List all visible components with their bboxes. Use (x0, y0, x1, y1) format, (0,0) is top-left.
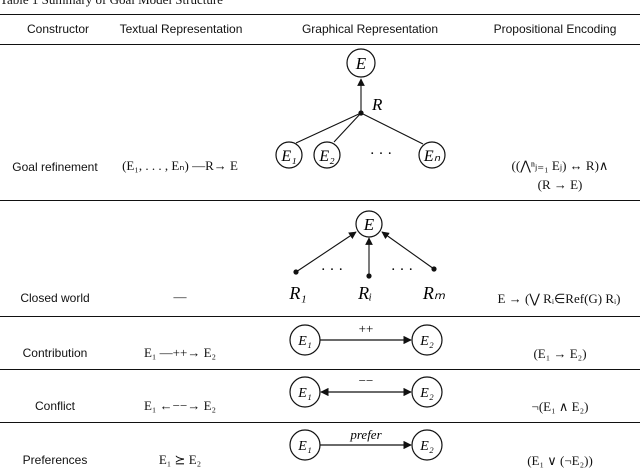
contribution-right-node (411, 324, 443, 356)
closed-world-edge-m (381, 231, 435, 270)
refinement-edge-n (360, 112, 424, 145)
header-propositional: Propositional Encoding (493, 22, 617, 36)
row-conflict-name: Conflict (34, 399, 75, 413)
refinement-diagram: E R E₁ E₂ · · · Eₙ (275, 48, 446, 169)
row-closed-world-prop: E → (⋁ Rᵢ∈Ref(G) Rᵢ) (497, 291, 621, 306)
header-graphical: Graphical Representation (301, 22, 439, 36)
closed-world-dot-i (366, 273, 372, 279)
closed-world-dots-left: · · · (321, 262, 344, 278)
rule-row1 (0, 200, 640, 201)
row-refinement-prop-line2: (R → E) (537, 177, 583, 192)
closed-world-diagram: E · · · · · · R₁ Rᵢ Rₘ (288, 210, 446, 303)
refinement-leaf-2-label: E₂ (318, 148, 335, 165)
preferences-right-node (411, 429, 443, 461)
closed-world-top-label: E (363, 215, 375, 234)
row-contribution-name: Contribution (22, 346, 88, 360)
preferences-left-label: E₁ (297, 439, 311, 454)
refinement-dots: · · · (370, 146, 393, 162)
table-caption: Table 1 Summary of Goal Model Structure (0, 0, 223, 8)
closed-world-dot-1 (293, 269, 299, 275)
contribution-edge-label: ++ (359, 321, 374, 336)
row-contribution-prop: (E₁ → E₂) (533, 346, 587, 361)
refinement-r-label: R (371, 95, 383, 114)
conflict-right-node (411, 376, 443, 408)
rule-row2 (0, 316, 640, 317)
row-preferences-name: Preferences (22, 453, 88, 467)
rule-top (0, 14, 640, 16)
closed-world-edge-1 (295, 231, 357, 273)
row-conflict-prop: ¬(E₁ ∧ E₂) (531, 399, 589, 414)
closed-world-dots-right: · · · (391, 262, 414, 278)
row-preferences-textual: E₁ ⪰ E₂ (158, 452, 202, 467)
conflict-edge-label: −− (359, 373, 374, 388)
row-conflict-textual: E₁ ←−−→ E₂ (143, 398, 217, 413)
conflict-diagram: E₁ E₂ −− (289, 373, 443, 408)
row-closed-world-textual: — (173, 289, 187, 304)
row-refinement-prop-line1: ((⋀ⁿⱼ₌₁ Eⱼ) ↔ R)∧ (511, 158, 609, 173)
conflict-right-label: E₂ (419, 386, 434, 401)
row-preferences-prop: (E₁ ∨ (¬E₂)) (527, 453, 593, 468)
closed-world-dot-m (431, 266, 437, 272)
header-textual: Textual Representation (119, 22, 243, 36)
contribution-left-label: E₁ (297, 334, 311, 349)
refinement-leaf-n (418, 141, 446, 169)
preferences-diagram: E₁ E₂ prefer (289, 427, 443, 461)
row-contribution-textual: E₁ —++→ E₂ (143, 345, 217, 360)
row-closed-world-name: Closed world (20, 291, 90, 305)
row-refinement-textual: (E₁, . . . , Eₙ) —R→ E (122, 158, 238, 173)
row-refinement-name: Goal refinement (12, 160, 98, 174)
preferences-edge-label: prefer (349, 427, 382, 442)
refinement-leaf-2 (313, 141, 341, 169)
rule-row4 (0, 422, 640, 423)
refinement-leaf-1 (275, 141, 303, 169)
rule-row3 (0, 369, 640, 370)
refinement-leaf-n-label: Eₙ (423, 148, 441, 165)
refinement-edge-1 (295, 112, 362, 144)
closed-world-rm: Rₘ (422, 283, 446, 303)
closed-world-r1: R₁ (288, 283, 306, 303)
closed-world-top-node (355, 210, 383, 238)
closed-world-ri: Rᵢ (357, 283, 372, 303)
rule-header (0, 44, 640, 45)
refinement-leaf-1-label: E₁ (280, 148, 296, 165)
preferences-right-label: E₂ (419, 439, 434, 454)
header-constructor: Constructor (26, 22, 90, 36)
conflict-left-node (289, 376, 321, 408)
contribution-diagram: E₁ E₂ ++ (289, 321, 443, 356)
contribution-right-label: E₂ (419, 334, 434, 349)
refinement-top-label: E (355, 54, 367, 73)
conflict-left-label: E₁ (297, 386, 311, 401)
refinement-edge-2 (333, 112, 362, 143)
refinement-top-node (346, 48, 376, 78)
